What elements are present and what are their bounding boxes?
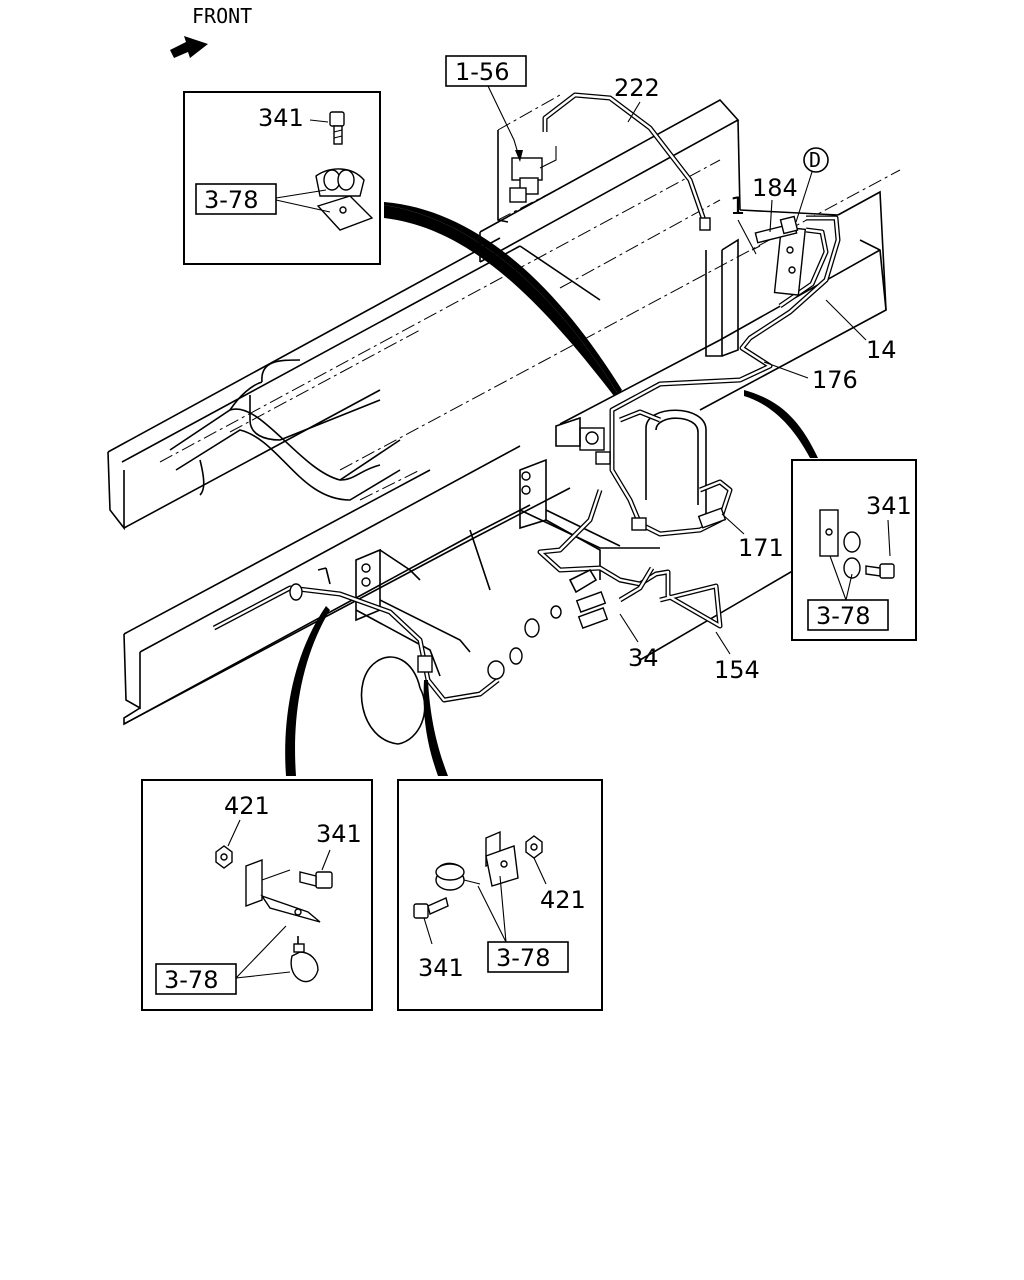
callout-sweep-top-left [384,202,622,394]
detail-box-top-left: 341 3-78 [183,91,381,265]
left-hose-assembly [212,529,505,745]
hose-clamp-bm-icon [435,862,481,891]
hose-clamp-bl-icon [290,936,319,983]
bolt-bm-icon [413,897,449,919]
part-label-1[interactable]: 1 [730,192,745,220]
hose-fitting-34 [575,591,607,613]
part-label-171[interactable]: 171 [738,534,784,562]
part-label-184[interactable]: 184 [752,174,798,202]
detail-bl-tag-3-78[interactable]: 3-78 [155,963,237,995]
detail-box-right: 341 3-78 [791,459,917,641]
detail-bm-tag-3-78[interactable]: 3-78 [487,941,569,973]
part-label-34[interactable]: 34 [628,644,659,672]
svg-text:3-78: 3-78 [164,966,218,994]
air-tank [555,409,733,537]
callout-sweep-right [744,390,818,458]
detail-bm-label-341[interactable]: 341 [418,954,464,982]
svg-text:D: D [809,148,821,172]
detail-box-bottom-left: 421 341 3-78 [141,779,373,1011]
part-label-154[interactable]: 154 [714,656,760,684]
callout-sweep-bottom-left [285,606,330,776]
front-label: FRONT [192,4,252,28]
detail-bl-label-421[interactable]: 421 [224,792,270,820]
part-label-176[interactable]: 176 [812,366,858,394]
detail-r-tag-3-78[interactable]: 3-78 [807,599,889,631]
bolt-right-icon [865,563,895,579]
svg-text:3-78: 3-78 [816,602,870,630]
bracket-bm-icon [485,830,519,887]
callout-sweep-bottom-mid [423,680,448,776]
detail-marker-d[interactable]: D [803,147,829,173]
clip-bracket-right-icon [819,509,861,579]
detail-r-label-341[interactable]: 341 [866,492,912,520]
nut-bl-icon [215,845,233,869]
bolt-bl-icon [299,871,333,889]
svg-text:3-78: 3-78 [204,186,258,214]
nut-bm-icon [525,835,543,859]
clip-bracket-icon [315,168,374,231]
pipe-222 [542,92,711,231]
part-label-14[interactable]: 14 [866,336,897,364]
detail-bm-label-421[interactable]: 421 [540,886,586,914]
pipe-assembly-lower [509,489,723,665]
svg-text:3-78: 3-78 [496,944,550,972]
pipe-assembly-right [609,215,841,440]
part-label-222[interactable]: 222 [614,74,660,102]
svg-text:1-56: 1-56 [455,58,509,86]
valve-body-icon [511,157,543,181]
tag-1-56[interactable]: 1-56 [445,55,527,87]
detail-bl-label-341[interactable]: 341 [316,820,362,848]
bolt-icon [329,111,345,145]
detail-tl-tag-3-78[interactable]: 3-78 [195,183,277,215]
vertical-post [705,238,739,357]
valve-bracket [497,94,561,223]
bracket-bl-icon [245,858,321,923]
detail-tl-label-341[interactable]: 341 [258,104,304,132]
front-arrow-icon [170,36,208,58]
detail-box-bottom-mid: 421 341 3-78 [397,779,603,1011]
